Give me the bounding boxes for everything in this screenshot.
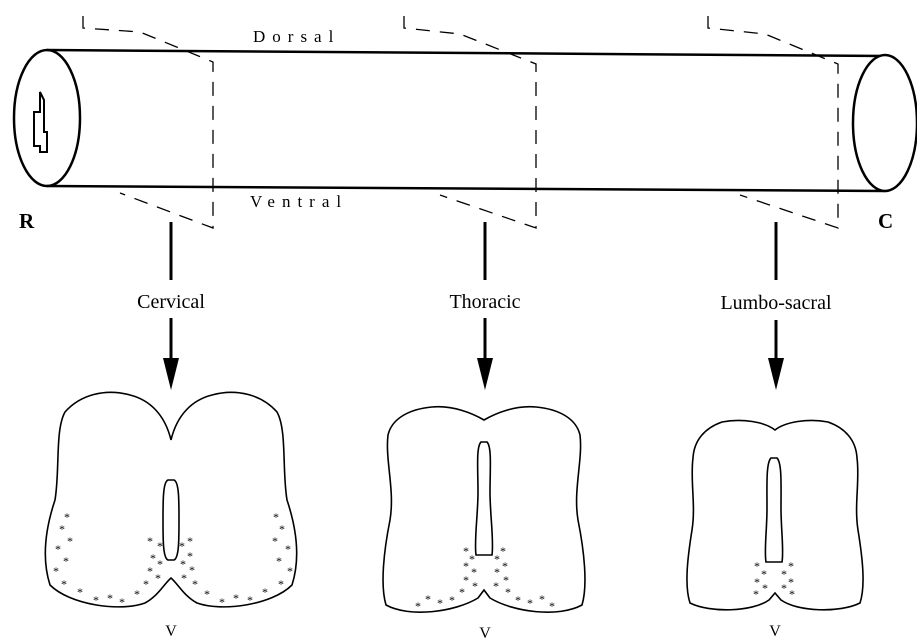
cervical-marker: * xyxy=(67,534,73,548)
cervical-marker: * xyxy=(63,554,69,568)
cervical-marker: * xyxy=(192,577,198,591)
thoracic-marker: * xyxy=(437,596,443,610)
lumbo-sacral-marker: * xyxy=(754,559,760,573)
cervical-marker: * xyxy=(233,591,239,605)
lumbo-sacral-marker: * xyxy=(788,559,794,573)
cervical-marker: * xyxy=(187,549,193,563)
cervical-marker: * xyxy=(272,534,278,548)
cervical-marker: * xyxy=(180,557,186,571)
cervical-marker: * xyxy=(61,577,67,591)
thoracic-label: Thoracic xyxy=(449,291,520,313)
thoracic-cross-section xyxy=(383,407,585,613)
cervical-marker: * xyxy=(134,587,140,601)
caudal-label: C xyxy=(878,209,893,233)
cervical-marker: * xyxy=(119,595,125,609)
thoracic-marker: * xyxy=(494,565,500,579)
lumbo-sacral-central-canal xyxy=(765,458,782,562)
lumbo-sacral-marker: * xyxy=(781,581,787,595)
lumbo-sacral-label: Lumbo-sacral xyxy=(720,292,832,314)
rostral-label: R xyxy=(19,209,35,233)
thoracic-marker: * xyxy=(449,593,455,607)
thoracic-section-plane xyxy=(404,16,536,228)
dorsal-label: Dorsal xyxy=(253,27,340,46)
lumbo-sacral-marker: * xyxy=(781,567,787,581)
cervical-marker: * xyxy=(276,554,282,568)
lumbo-sacral-section-plane xyxy=(708,16,838,228)
cervical-marker: * xyxy=(59,522,65,536)
cervical-marker: * xyxy=(219,595,225,609)
cervical-marker: * xyxy=(53,564,59,578)
cervical-marker: * xyxy=(157,557,163,571)
cervical-marker: * xyxy=(187,534,193,548)
thoracic-marker: * xyxy=(505,585,511,599)
cervical-marker: * xyxy=(147,534,153,548)
cervical-marker: * xyxy=(107,591,113,605)
thoracic-marker: * xyxy=(549,599,555,613)
thoracic-marker: * xyxy=(500,544,506,558)
cervical-marker: * xyxy=(247,593,253,607)
cervical-marker: * xyxy=(157,539,163,553)
thoracic-marker: * xyxy=(463,559,469,573)
thoracic-marker: * xyxy=(493,579,499,593)
thoracic-marker: * xyxy=(494,552,500,566)
thoracic-marker: * xyxy=(472,579,478,593)
thoracic-central-canal xyxy=(475,442,492,555)
cervical-marker: * xyxy=(150,551,156,565)
cervical-marker: * xyxy=(204,587,210,601)
lumbo-sacral-marker: * xyxy=(762,581,768,595)
thoracic-marker: * xyxy=(415,599,421,613)
spinal-cord-cylinder xyxy=(14,50,917,191)
thoracic-marker: * xyxy=(539,592,545,606)
thoracic-marker: * xyxy=(502,559,508,573)
lumbo-sacral-cross-section xyxy=(687,420,863,609)
cervical-ventral-label: V xyxy=(165,623,177,640)
cervical-marker: * xyxy=(143,577,149,591)
cervical-marker: * xyxy=(278,577,284,591)
cervical-section-plane xyxy=(83,16,213,228)
thoracic-marker: * xyxy=(471,565,477,579)
cervical-marker: * xyxy=(262,585,268,599)
cervical-marker: * xyxy=(55,542,61,556)
cervical-marker: * xyxy=(189,563,195,577)
cervical-label: Cervical xyxy=(137,291,205,313)
thoracic-marker: * xyxy=(469,552,475,566)
lumbo-sacral-marker: * xyxy=(789,587,795,601)
ventral-label: Ventral xyxy=(250,192,348,211)
cervical-cross-section xyxy=(45,392,296,607)
thoracic-marker: * xyxy=(459,585,465,599)
cervical-marker: * xyxy=(179,539,185,553)
thoracic-marker: * xyxy=(425,592,431,606)
cervical-marker: * xyxy=(77,585,83,599)
lumbo-sacral-ventral-label: V xyxy=(769,623,781,640)
cervical-marker: * xyxy=(147,564,153,578)
cervical-marker: * xyxy=(287,564,293,578)
lumbo-sacral-marker: * xyxy=(761,567,767,581)
cervical-marker: * xyxy=(155,571,161,585)
thoracic-marker: * xyxy=(527,596,533,610)
cervical-marker: * xyxy=(93,593,99,607)
cervical-marker: * xyxy=(285,542,291,556)
thoracic-marker: * xyxy=(515,593,521,607)
cervical-marker: * xyxy=(181,571,187,585)
cervical-central-canal xyxy=(163,480,179,560)
thoracic-ventral-label: V xyxy=(479,625,491,641)
lumbo-sacral-marker: * xyxy=(753,587,759,601)
cervical-marker: * xyxy=(279,522,285,536)
